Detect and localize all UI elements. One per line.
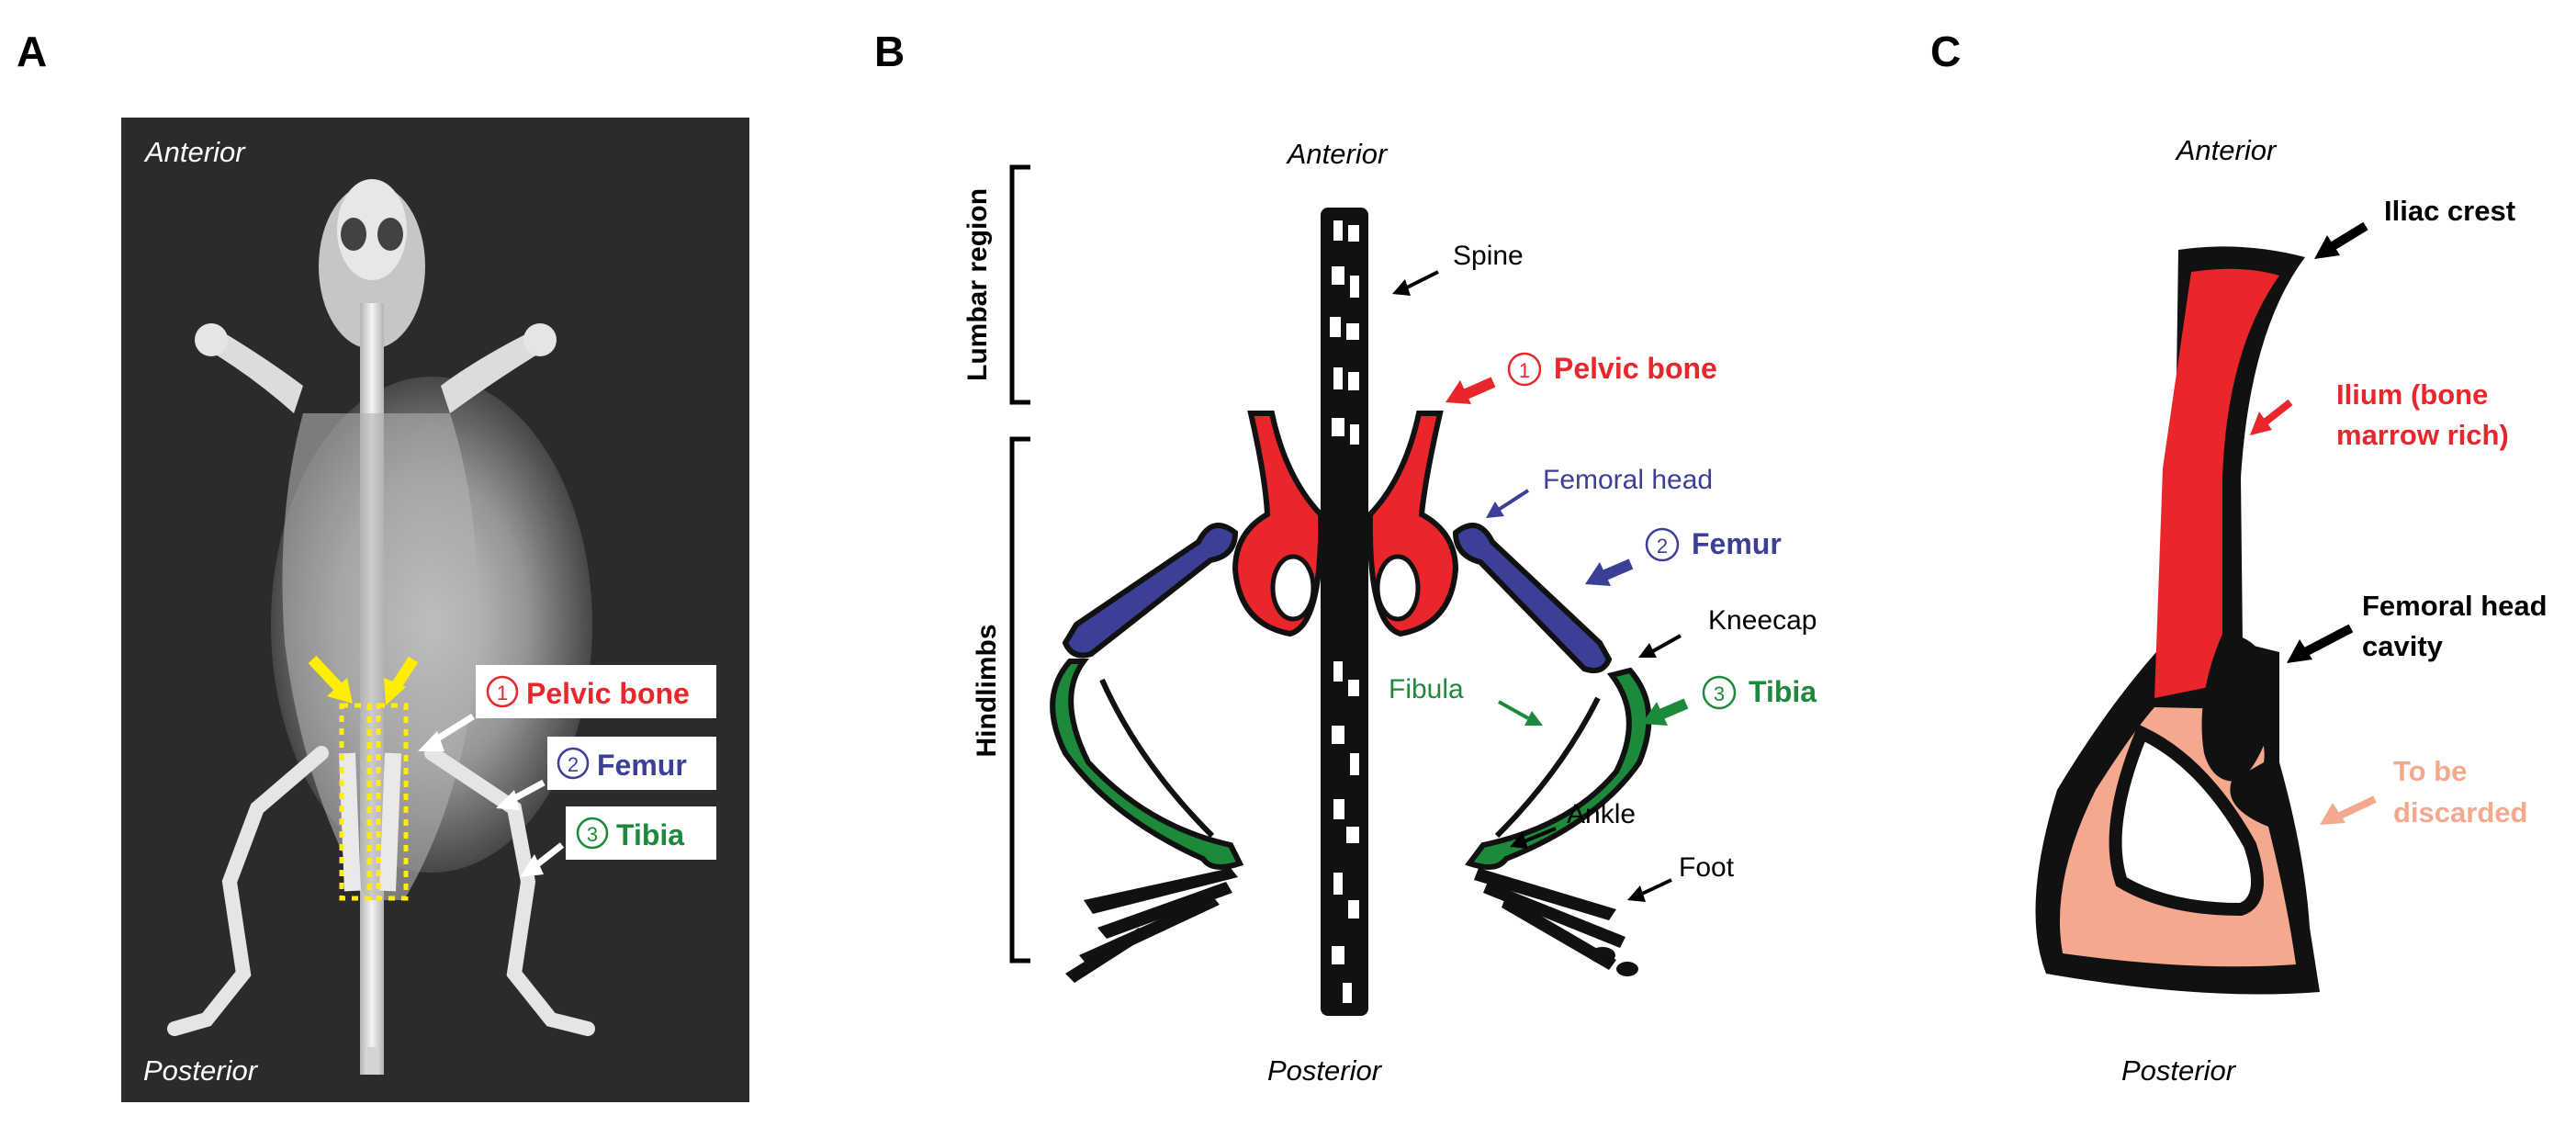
kneecap-label: Kneecap [1708, 605, 1817, 636]
pelvic-circle-b [1507, 352, 1542, 387]
femoral-cavity-label-line1: Femoral head [2362, 590, 2548, 622]
femoral-head-label: Femoral head [1543, 465, 1713, 495]
femur-drawing [1062, 523, 1613, 673]
femur-circle-b [1645, 527, 1680, 562]
tibia-circle-b [1702, 675, 1737, 710]
tibia-label: Tibia [616, 818, 684, 851]
pelvic-number: 1 [497, 682, 508, 704]
pelvis-drawing [1232, 411, 1459, 637]
label-box-pelvic: 1 Pelvic bone [476, 665, 716, 718]
panel-b: B Anterior Posterior Lumbar region Hindl… [874, 28, 1817, 1087]
hindlimbs-label: Hindlimbs [972, 624, 1002, 757]
foot-label: Foot [1679, 852, 1735, 883]
panel-c: C Anterior Posterior [1930, 28, 2548, 1087]
panel-b-posterior: Posterior [1267, 1054, 1383, 1087]
arrow-ilium [2250, 399, 2293, 435]
fibula-label: Fibula [1389, 674, 1464, 704]
femur-label-b: Femur [1692, 527, 1782, 560]
tibia-label-b: Tibia [1749, 675, 1817, 708]
feet-drawing [1065, 868, 1638, 983]
panel-c-letter: C [1930, 28, 1961, 75]
label-box-tibia: 3 Tibia [566, 806, 716, 860]
ilium-label-line2: marrow rich) [2336, 419, 2509, 451]
arrow-fibula [1498, 700, 1543, 726]
arrow-femoral-cavity [2287, 624, 2354, 663]
arrow-tibia [1642, 698, 1689, 726]
panel-a-posterior: Posterior [143, 1054, 259, 1087]
panel-c-anterior: Anterior [2175, 134, 2278, 166]
lumbar-label: Lumbar region [962, 188, 993, 381]
arrow-kneecap [1638, 634, 1682, 658]
femur-number-b: 2 [1657, 535, 1668, 558]
panel-c-posterior: Posterior [2121, 1054, 2237, 1087]
tibia-number-b: 3 [1714, 682, 1725, 705]
discard-label-line2: discarded [2393, 796, 2527, 828]
arrow-femur [1585, 558, 1634, 586]
spine-drawing [1321, 208, 1368, 1016]
arrow-spine [1392, 270, 1439, 296]
arrow-foot [1627, 878, 1672, 902]
panel-b-letter: B [874, 28, 905, 75]
yellow-outline-left [339, 703, 372, 901]
iliac-crest-label: Iliac crest [2384, 195, 2515, 227]
white-arrow-femur [496, 779, 546, 810]
ilium-label-line1: Ilium (bone [2336, 378, 2488, 411]
arrow-ankle [1510, 827, 1557, 849]
tibia-drawing [1050, 659, 1652, 870]
femur-label: Femur [597, 749, 687, 782]
hindlimbs-bracket [1009, 436, 1030, 964]
arrow-discard [2320, 795, 2377, 825]
arrow-iliac-crest [2314, 221, 2368, 259]
yellow-outline-right [376, 703, 409, 901]
pelvic-label-b: Pelvic bone [1554, 352, 1717, 385]
xray-mouse [167, 179, 595, 1075]
yellow-arrow-left [308, 655, 353, 704]
white-arrow-pelvic [418, 714, 475, 751]
arrow-pelvic [1445, 377, 1496, 404]
panel-a-letter: A [17, 28, 47, 75]
femoral-cavity-label-line2: cavity [2362, 630, 2444, 662]
panel-b-anterior: Anterior [1286, 138, 1389, 170]
ankle-label: Ankle [1567, 799, 1636, 829]
pelvic-label: Pelvic bone [526, 677, 690, 710]
panel-a-anterior: Anterior [143, 136, 246, 168]
tibia-number: 3 [587, 823, 598, 846]
label-box-femur: 2 Femur [547, 737, 716, 790]
discard-label-line1: To be [2393, 755, 2467, 787]
femur-number: 2 [568, 753, 579, 776]
ilium-drawing [2035, 246, 2320, 995]
lumbar-bracket [1009, 164, 1030, 405]
spine-label: Spine [1453, 241, 1524, 271]
panel-a: A [17, 28, 749, 1102]
white-arrow-tibia [520, 842, 565, 877]
yellow-arrow-right [384, 656, 419, 705]
pelvic-number-b: 1 [1519, 359, 1530, 382]
arrow-femoral-head [1486, 489, 1530, 518]
